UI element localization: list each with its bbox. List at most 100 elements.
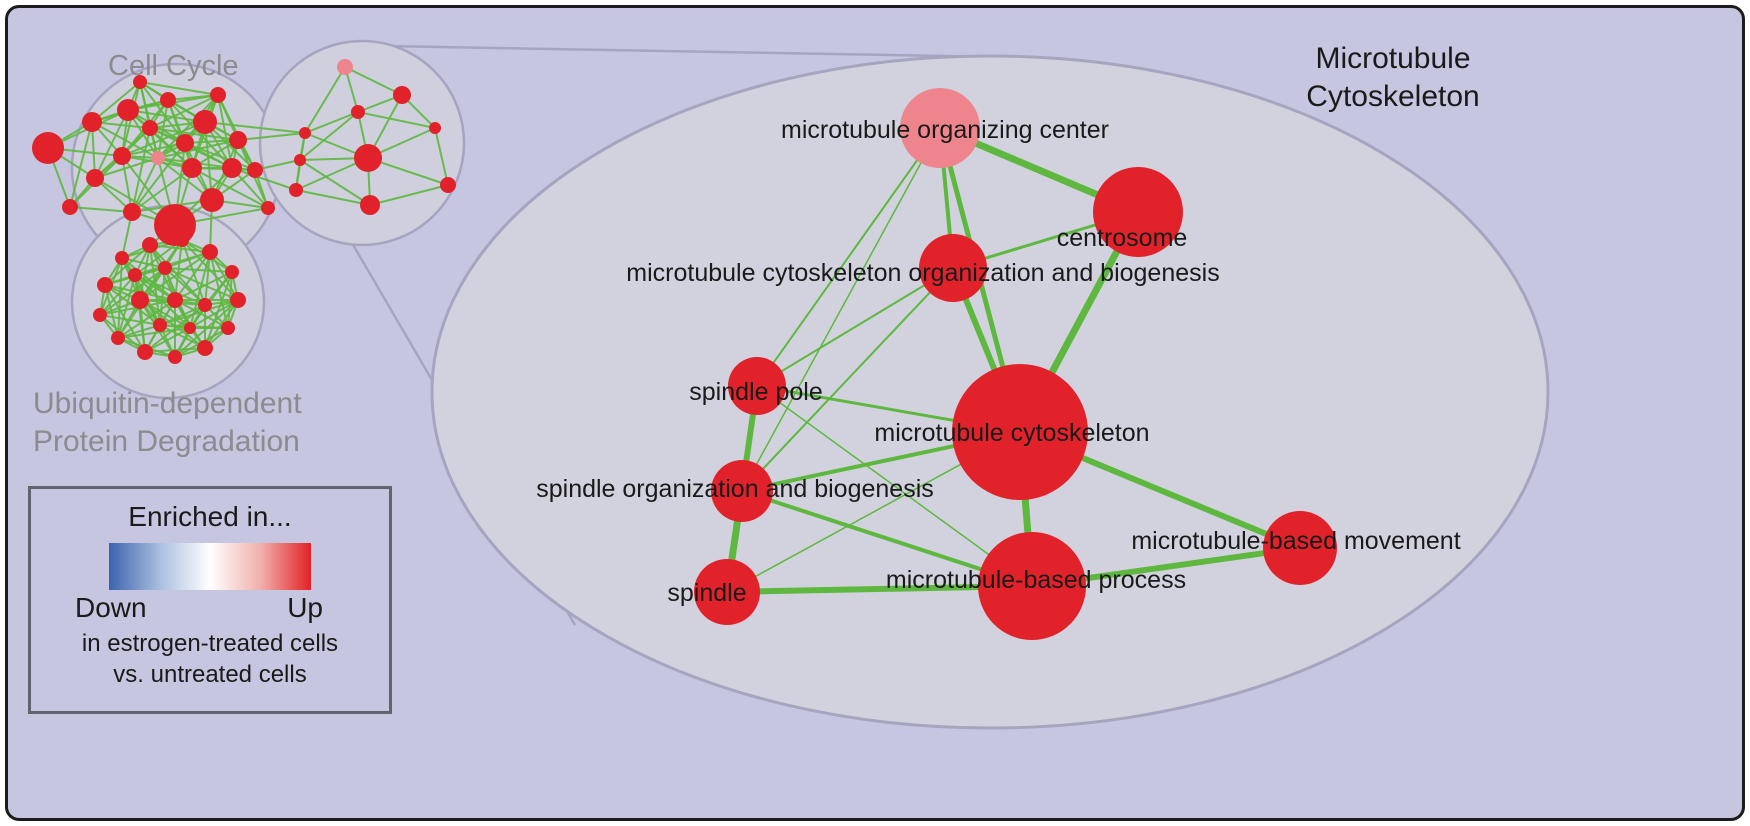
overview-node	[137, 344, 153, 360]
detail-node-spindle	[694, 559, 760, 625]
overview-edge	[117, 257, 123, 339]
detail-edge-spindle_pole-process	[756, 385, 1033, 587]
overview-edge	[139, 299, 191, 329]
overview-node	[62, 199, 78, 215]
overview-node	[142, 237, 158, 253]
overview-node	[210, 87, 226, 103]
overview-edge	[184, 142, 256, 171]
detail-node-process	[978, 532, 1086, 640]
node-label-process: microtubule-based process	[886, 566, 1186, 594]
overview-edge	[369, 184, 449, 206]
detail-node-spindle_pole	[728, 357, 786, 415]
node-label-centrosome: centrosome	[1057, 224, 1188, 252]
overview-node	[184, 322, 196, 334]
overview-edge	[204, 251, 211, 306]
overview-edge	[204, 271, 233, 349]
overview-edge	[157, 94, 219, 159]
overview-node	[289, 183, 303, 197]
overview-node	[337, 59, 353, 75]
detail-cluster-title-line2: Cytoskeleton	[1306, 79, 1480, 113]
detail-edge-moc-spindle_org	[741, 127, 941, 492]
overview-edge	[149, 94, 219, 129]
overview-node	[230, 292, 246, 308]
overview-edge	[69, 121, 93, 208]
overview-edge	[217, 94, 233, 169]
network-figure: microtubule organizing center centrosome m…	[32, 39, 1550, 730]
overview-edge	[121, 155, 133, 213]
detail-edge-mtorg-spindle_pole	[756, 267, 954, 387]
overview-node	[351, 105, 365, 119]
overview-edge	[367, 157, 449, 186]
overview-node	[142, 120, 158, 136]
overview-edge	[164, 267, 233, 273]
detail-nodes	[694, 88, 1337, 640]
overview-edge	[99, 314, 161, 326]
overview-node	[167, 292, 183, 308]
overview-node	[168, 350, 182, 364]
overview-edge	[167, 94, 219, 101]
cluster-label-cell-cycle: Cell Cycle	[108, 48, 239, 84]
overview-node	[115, 251, 129, 265]
overview-edge	[131, 142, 186, 213]
node-label-spindle_pole: spindle pole	[689, 378, 822, 406]
node-label-movement: microtubule-based movement	[1131, 527, 1460, 555]
legend-caption: in estrogen-treated cells vs. untreated …	[31, 628, 389, 690]
node-label-spindle: spindle	[667, 579, 746, 607]
overview-edge	[357, 111, 436, 129]
overview-node	[93, 308, 107, 322]
detail-node-mtorg	[919, 234, 987, 302]
overview-node	[198, 298, 212, 312]
detail-cluster-title: Microtubule Cytoskeleton	[1263, 40, 1523, 115]
overview-node	[354, 144, 382, 172]
overview-node	[229, 131, 247, 149]
overview-edge	[134, 274, 206, 306]
overview-edge	[99, 267, 166, 316]
overview-edge	[181, 239, 206, 306]
overview-edge	[131, 127, 151, 213]
detail-node-movement	[1263, 511, 1337, 585]
overview-edge	[159, 304, 206, 326]
overview-node	[133, 75, 147, 89]
overview-edge	[117, 324, 161, 339]
overview-edge	[94, 109, 129, 179]
overview-node	[222, 158, 242, 178]
overview-edge	[121, 142, 186, 157]
overview-edge	[299, 159, 371, 206]
overview-node	[176, 134, 194, 152]
overview-node	[294, 154, 306, 166]
overview-edge	[164, 267, 206, 306]
overview-bridge-edge	[204, 121, 306, 134]
overview-edge	[144, 304, 206, 353]
overview-node	[175, 233, 189, 247]
detail-cluster-title-line1: Microtubule	[1315, 42, 1471, 75]
overview-bridge-edge	[231, 167, 297, 191]
overview-edge	[164, 267, 239, 301]
overview-node	[86, 169, 104, 187]
overview-edge	[434, 127, 449, 186]
overview-edge	[99, 274, 136, 316]
overview-edge	[191, 167, 269, 209]
overview-node	[202, 244, 218, 260]
overview-edge	[117, 299, 176, 339]
legend-gradient-bar	[109, 543, 311, 590]
overview-node	[440, 177, 456, 193]
node-label-moc: microtubule organizing center	[781, 116, 1109, 144]
overview-edge	[295, 189, 371, 206]
node-label-mt_cyto: microtubule cytoskeleton	[874, 419, 1149, 447]
overview-node	[261, 201, 275, 215]
overview-node	[32, 132, 64, 164]
overview-node	[429, 122, 441, 134]
legend: Enriched in... Down Up in estrogen-treat…	[28, 486, 392, 714]
overview-node	[131, 291, 149, 309]
detail-node-labels: microtubule organizing center centrosome m…	[536, 116, 1460, 607]
overview-edge	[127, 109, 206, 123]
overview-nodes	[32, 59, 456, 364]
overview-node	[299, 127, 311, 139]
overview-node	[128, 268, 142, 282]
overview-edge	[159, 267, 166, 326]
overview-edge	[159, 324, 206, 349]
cluster-label-ubiquitin-line1: Ubiquitin-dependent	[33, 387, 302, 420]
overview-edge	[149, 127, 239, 141]
overview-edge	[121, 121, 206, 157]
